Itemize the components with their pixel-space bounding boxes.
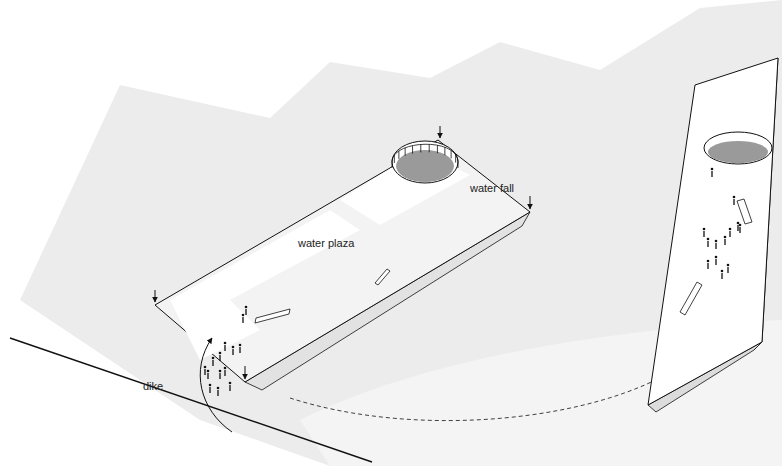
slab-top: [155, 140, 530, 382]
bench: [375, 269, 390, 285]
annotation-label: dike: [143, 380, 163, 392]
void-depth: [708, 141, 768, 163]
railing: [392, 144, 458, 160]
slab-plan: [648, 58, 778, 405]
bench: [255, 309, 290, 323]
landscape-ground: [20, 0, 782, 466]
people: [204, 168, 742, 396]
bench: [737, 199, 752, 224]
void-depth: [396, 150, 454, 182]
rotation-arrow: [290, 366, 680, 421]
dike-arrow: [200, 338, 232, 432]
flow-arrows: [155, 126, 530, 379]
void-opening: [704, 132, 772, 164]
void-opening: [392, 141, 458, 183]
dike-line: [10, 338, 372, 462]
annotation-label: water fall: [470, 182, 514, 194]
bench: [680, 282, 702, 315]
annotation-label: water plaza: [298, 237, 354, 249]
water-surface: [340, 150, 470, 225]
water-plaza-surface: [170, 210, 360, 360]
